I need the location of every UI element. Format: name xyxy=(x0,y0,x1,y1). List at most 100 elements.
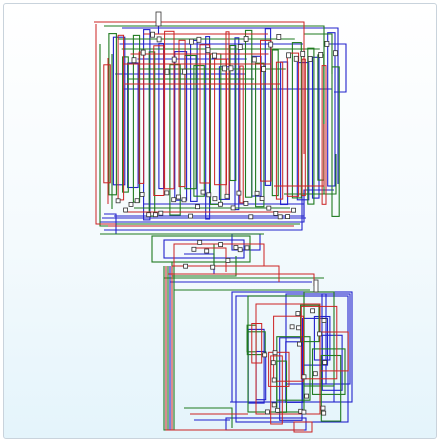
component xyxy=(139,191,145,197)
component xyxy=(158,210,164,216)
component xyxy=(322,360,328,365)
wire-loop xyxy=(285,293,327,385)
wire-loop xyxy=(313,315,331,361)
component xyxy=(210,264,216,270)
green-wire-layer xyxy=(99,25,346,431)
wire-segment xyxy=(284,154,337,195)
wire-segment xyxy=(213,244,248,267)
wire-loop xyxy=(199,44,211,184)
wire-segment xyxy=(194,247,227,272)
component xyxy=(183,263,189,269)
wire-loop xyxy=(270,355,283,425)
component xyxy=(197,239,203,245)
component xyxy=(296,341,302,347)
wire-segment xyxy=(94,21,305,154)
wire-segment xyxy=(104,213,117,234)
component xyxy=(333,50,338,57)
component xyxy=(233,245,239,250)
wire-loop xyxy=(268,351,290,387)
component xyxy=(140,49,146,56)
wire-segment xyxy=(163,266,304,431)
component xyxy=(286,52,292,59)
wire-loop xyxy=(286,52,300,197)
component xyxy=(301,409,307,415)
wire-loop xyxy=(163,239,245,259)
component xyxy=(230,205,236,211)
component xyxy=(270,360,276,366)
component xyxy=(204,248,210,254)
wire-loop xyxy=(321,334,343,391)
wire-loop xyxy=(311,56,320,199)
component xyxy=(131,57,137,64)
device-layer xyxy=(115,11,338,416)
wire-segment xyxy=(95,24,116,225)
wire-segment xyxy=(304,33,333,74)
component xyxy=(217,201,223,207)
component xyxy=(115,198,121,204)
wire-loop xyxy=(193,65,205,197)
component xyxy=(300,51,306,57)
wire-segment xyxy=(104,194,303,231)
component xyxy=(251,56,257,63)
wire-segment xyxy=(184,407,233,428)
wire-segment xyxy=(230,384,335,403)
wire-segment xyxy=(122,27,339,184)
component xyxy=(310,308,316,314)
component xyxy=(318,52,324,58)
component xyxy=(150,31,156,38)
wire-loop xyxy=(296,62,310,201)
wire-loop xyxy=(148,51,156,217)
component xyxy=(261,66,267,72)
component xyxy=(244,245,250,251)
component xyxy=(188,213,194,219)
component xyxy=(164,68,170,75)
wire-loop xyxy=(320,354,342,422)
wire-loop xyxy=(285,341,304,403)
wire-loop xyxy=(178,39,186,188)
wire-loop xyxy=(293,421,313,433)
component xyxy=(264,409,270,415)
component xyxy=(262,352,268,358)
component xyxy=(295,311,301,317)
component xyxy=(301,374,307,380)
wire-loop xyxy=(275,61,284,200)
wire-loop xyxy=(291,42,302,199)
component xyxy=(272,350,278,356)
component xyxy=(277,214,283,220)
component xyxy=(243,200,249,206)
component xyxy=(259,196,265,202)
component xyxy=(164,190,170,196)
component xyxy=(289,324,295,330)
component xyxy=(189,38,194,45)
component xyxy=(266,205,272,211)
component xyxy=(191,246,197,252)
wire-loop xyxy=(300,304,320,343)
wire-loop xyxy=(251,55,262,197)
component xyxy=(268,41,274,48)
wire-loop xyxy=(271,49,279,197)
wire-segment xyxy=(274,124,325,187)
component xyxy=(237,247,243,253)
component xyxy=(307,56,313,62)
wire-loop xyxy=(244,29,253,198)
wire-loop xyxy=(225,31,230,199)
component xyxy=(171,56,177,63)
component xyxy=(237,44,243,50)
component xyxy=(152,212,158,218)
component xyxy=(321,410,327,416)
component xyxy=(324,41,330,47)
component xyxy=(321,318,327,324)
component xyxy=(225,257,231,263)
component xyxy=(271,377,277,383)
component xyxy=(128,201,134,207)
component xyxy=(146,212,152,218)
component xyxy=(228,65,234,72)
component xyxy=(200,189,206,195)
component xyxy=(293,55,299,62)
component xyxy=(236,190,242,196)
wire-loop xyxy=(108,33,117,196)
wire-loop xyxy=(229,44,237,182)
wire-loop xyxy=(255,62,265,208)
wire-loop xyxy=(164,30,175,190)
wire-loop xyxy=(311,348,346,395)
